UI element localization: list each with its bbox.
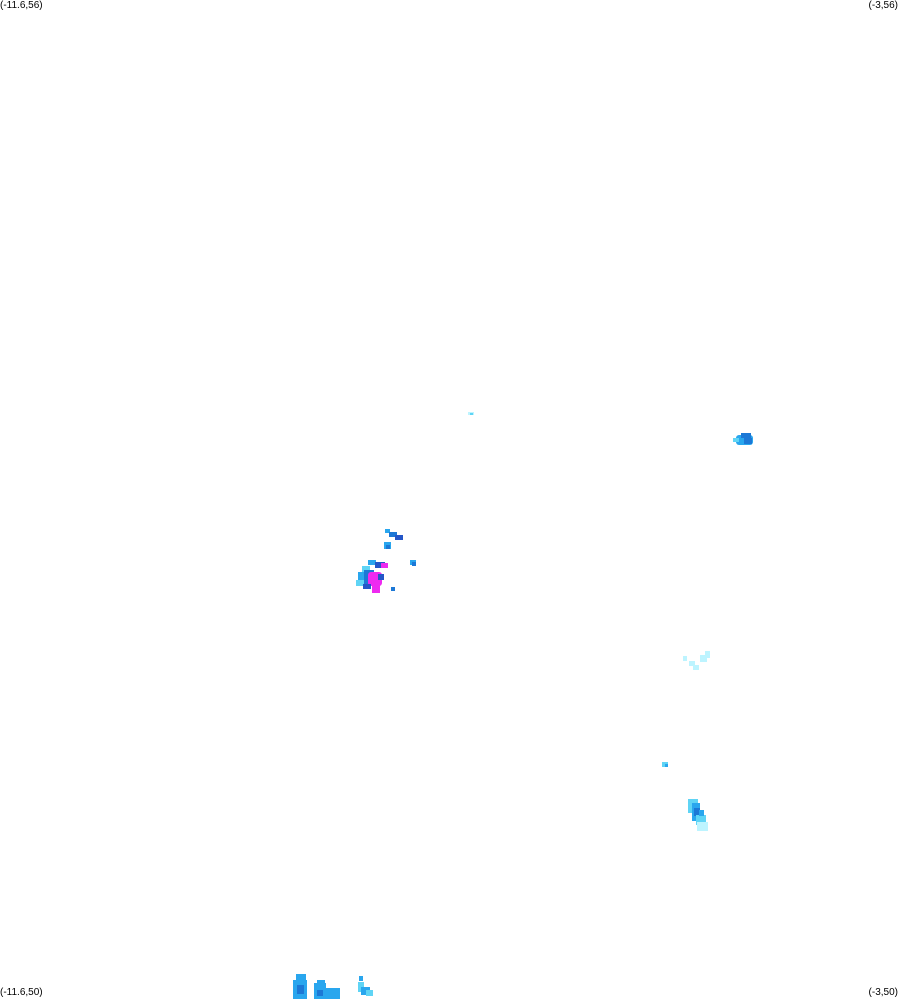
precip-pixel — [375, 562, 385, 568]
corner-label-bottom-right: (-3,50) — [868, 987, 898, 998]
precip-pixel — [696, 815, 706, 825]
precip-pixel — [697, 822, 708, 831]
precip-pixel — [683, 656, 687, 661]
precip-pixel — [699, 810, 704, 816]
precip-cell-east — [733, 433, 753, 445]
precip-pixel — [359, 976, 363, 981]
precip-pixel — [297, 985, 304, 994]
precip-cell-southeast — [688, 799, 708, 831]
precip-cell-south — [293, 974, 373, 999]
precip-cell-central — [356, 529, 416, 593]
corner-label-top-right: (-3,56) — [868, 0, 898, 11]
precip-pixel — [665, 764, 668, 767]
precip-pixel — [700, 655, 707, 662]
precip-pixel — [358, 572, 368, 584]
precip-pixel — [317, 980, 325, 986]
precip-cell-southeast-light — [662, 651, 710, 767]
precip-pixel — [395, 535, 403, 540]
corner-label-top-left: (-11.6,56) — [0, 0, 43, 11]
precip-pixel — [378, 574, 384, 580]
precip-pixel — [412, 562, 416, 566]
precip-pixel — [363, 584, 371, 589]
precip-pixel — [386, 545, 390, 549]
precip-pixel — [296, 974, 306, 982]
precip-pixel — [693, 665, 699, 670]
precip-pixel — [366, 990, 373, 996]
precip-pixel — [317, 990, 323, 996]
precip-pixel — [324, 988, 340, 999]
precip-pixel — [389, 532, 397, 537]
precip-pixel — [368, 560, 376, 565]
precip-pixel — [372, 583, 380, 593]
precip-pixel — [356, 580, 364, 586]
precip-pixel — [733, 438, 739, 442]
precip-pixel — [381, 563, 388, 568]
precip-pixel — [470, 413, 473, 415]
precip-pixel — [391, 587, 395, 591]
precip-pixel — [689, 661, 695, 666]
precip-pixel — [362, 566, 370, 573]
precip-pixel — [361, 987, 370, 995]
corner-label-bottom-left: (-11.6,50) — [0, 987, 43, 998]
precip-cell-north — [468, 412, 474, 415]
precip-pixel — [741, 433, 751, 438]
precip-pixel — [744, 438, 752, 444]
precip-pixel — [694, 808, 700, 816]
precip-pixel — [705, 651, 710, 658]
precip-pixel — [385, 529, 390, 533]
